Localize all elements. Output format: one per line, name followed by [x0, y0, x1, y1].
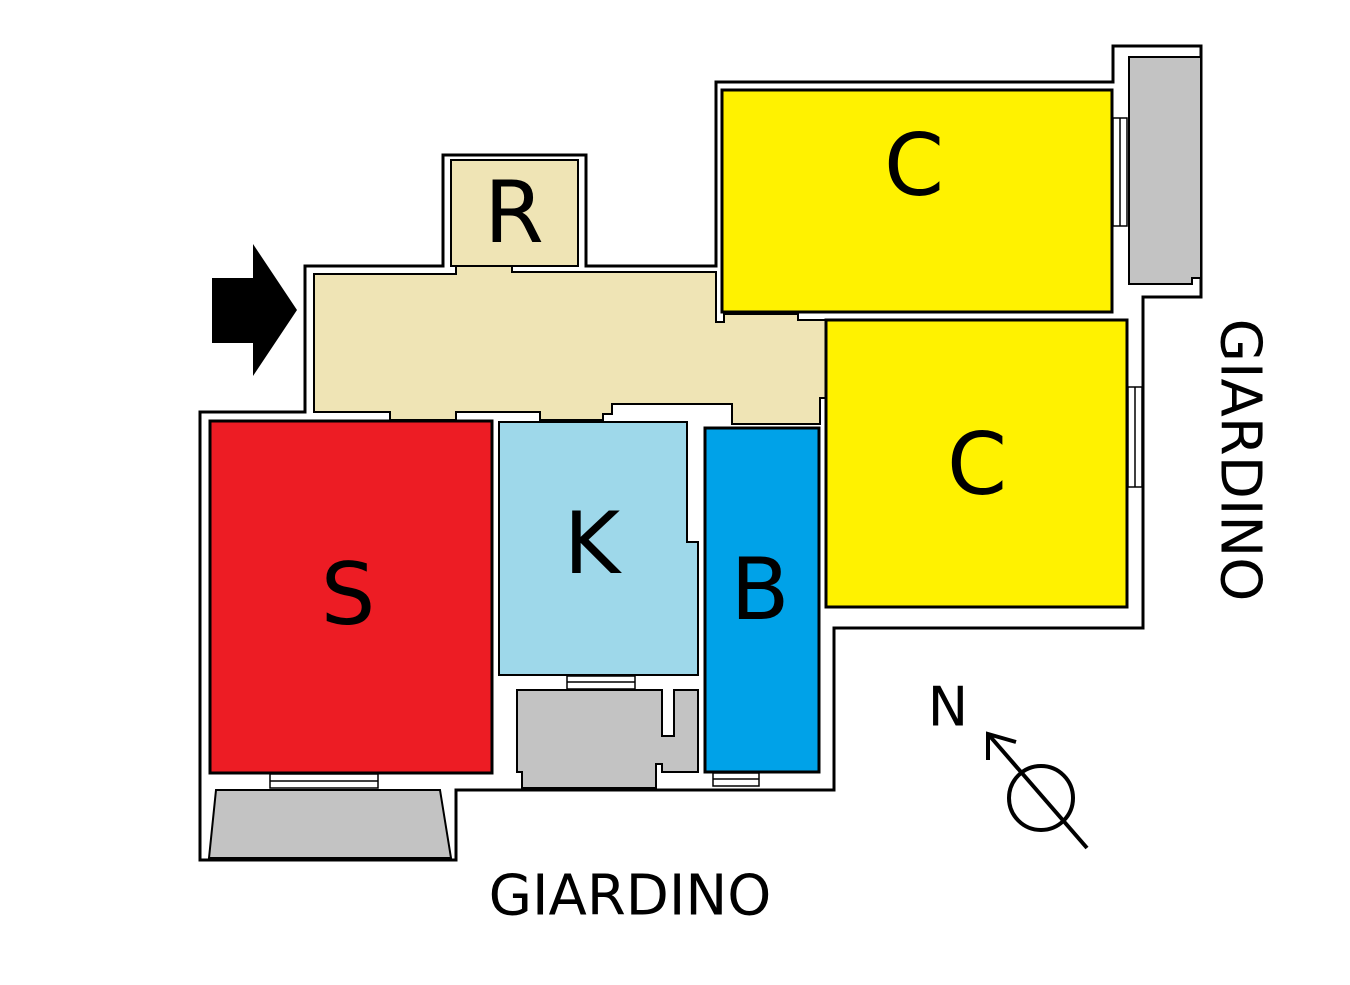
kitchen-label: K	[564, 494, 623, 594]
walls	[198, 44, 1203, 862]
balcony-bottom-middle	[516, 689, 699, 789]
balcony-right	[1128, 56, 1202, 285]
garden-label-right: GIARDINO	[1208, 319, 1273, 602]
closet-label: R	[484, 163, 544, 263]
entrance-arrow-icon	[212, 244, 297, 376]
garden-label-bottom: GIARDINO	[489, 864, 772, 929]
hall	[313, 159, 827, 425]
bedroom-1-room	[720, 88, 1114, 314]
bathroom-label: B	[731, 540, 790, 640]
kitchen-room	[498, 421, 699, 676]
closet-room	[450, 159, 579, 267]
living-room	[208, 419, 494, 775]
balconies	[207, 56, 1202, 859]
bedroom-2-label: C	[947, 415, 1007, 515]
bathroom-room	[703, 426, 821, 774]
compass-circle	[1007, 764, 1075, 832]
living-label: S	[321, 545, 376, 645]
windows	[269, 117, 1143, 789]
balcony-bottom-left	[207, 789, 453, 859]
outer-wall-left-block	[198, 44, 1203, 862]
corridor	[313, 265, 827, 425]
bedroom-1-label: C	[884, 116, 944, 216]
north-arrow-icon	[986, 732, 1089, 850]
north-label: N	[928, 676, 968, 739]
north-compass: N	[928, 676, 1089, 850]
bedroom-2-room	[824, 318, 1129, 609]
